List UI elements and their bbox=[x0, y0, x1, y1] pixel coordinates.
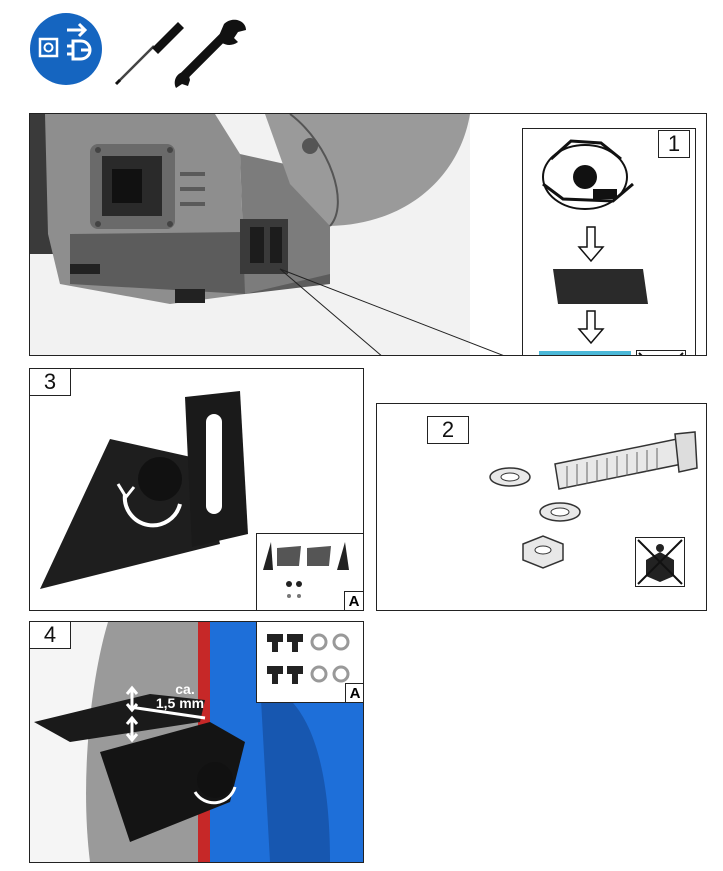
figure-3-panel: 3 A bbox=[29, 368, 364, 611]
figure-1-panel: 1 bbox=[29, 113, 707, 356]
not-included-box-icon bbox=[636, 350, 686, 356]
not-included-box-icon-2 bbox=[635, 537, 685, 587]
figure-3-inset: A bbox=[256, 533, 364, 611]
figure-3-inset-label: A bbox=[344, 591, 364, 611]
figure-4-number: 4 bbox=[29, 621, 71, 649]
gap-label-line2: 1,5 mm bbox=[150, 696, 210, 711]
figure-1-number: 1 bbox=[658, 130, 690, 158]
figure-1-inset bbox=[522, 128, 696, 356]
figure-4-panel: ca. 1,5 mm 4 A bbox=[29, 621, 364, 863]
unplug-power-icon bbox=[27, 10, 105, 88]
bench-mount-diagram bbox=[523, 129, 695, 356]
figure-2-panel: 2 bbox=[376, 403, 707, 611]
figure-4-inset: A bbox=[256, 621, 364, 703]
figure-4-inset-label: A bbox=[345, 683, 364, 703]
figure-2-number: 2 bbox=[427, 416, 469, 444]
figure-3-number: 3 bbox=[29, 368, 71, 396]
wrench-icon bbox=[168, 14, 252, 94]
